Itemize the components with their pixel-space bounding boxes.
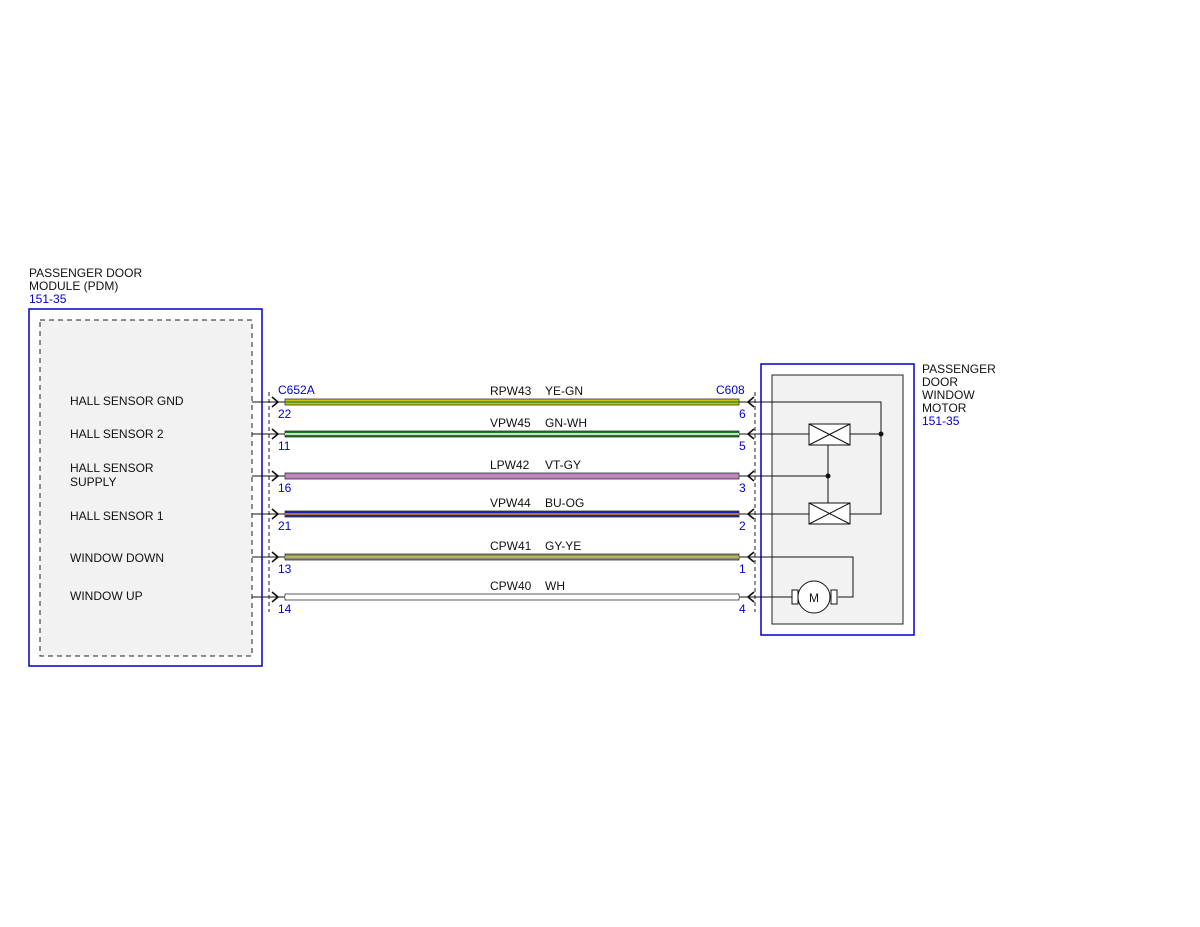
wire-circuit-id: VPW45 — [490, 416, 531, 430]
window-motor-module: PASSENGER DOOR WINDOW MOTOR 151-35 C608 — [716, 362, 996, 636]
left-terminal-arrow-icon — [271, 551, 280, 563]
motor-title-line3: WINDOW — [922, 388, 975, 402]
motor-outline — [760, 363, 915, 636]
wire-4: CPW41 GY-YE 13 1 WINDOW DOWN — [70, 539, 761, 576]
wire-color-code: BU-OG — [545, 496, 584, 510]
hall-sensor-2-cross-b — [808, 423, 851, 446]
pdm-outline — [28, 308, 263, 667]
left-terminal-arrow-icon — [271, 428, 280, 440]
signal-label: HALL SENSOR 1 — [70, 509, 164, 523]
left-terminal-arrow-icon — [271, 470, 280, 482]
right-terminal-arrow-icon — [746, 396, 755, 408]
motor-down-lead — [760, 556, 854, 598]
wire-0: RPW43 YE-GN 22 6 HALL SENSOR GND — [70, 384, 761, 421]
left-terminal-arrow-icon — [271, 508, 280, 520]
motor-ref: 151-35 — [922, 414, 960, 428]
wire-color-code: GY-YE — [545, 539, 581, 553]
signal-label: HALL SENSOR — [70, 461, 154, 475]
junction-dot-supply — [825, 473, 831, 479]
wire-circuit-id: CPW41 — [490, 539, 532, 553]
wire-5: CPW40 WH 14 4 WINDOW UP — [70, 579, 761, 616]
motor-brush-right — [830, 589, 838, 605]
right-pin-number: 1 — [739, 562, 746, 576]
pdm-internal-area — [39, 319, 253, 657]
wire-circuit-id: VPW44 — [490, 496, 531, 510]
wire-color-code: WH — [545, 579, 565, 593]
junction-dot-gnd — [878, 431, 884, 437]
signal-label: WINDOW DOWN — [70, 551, 164, 565]
motor-circuit — [760, 556, 854, 614]
wire-color-code: YE-GN — [545, 384, 583, 398]
motor-title-line2: DOOR — [922, 375, 958, 389]
pdm-ref: 151-35 — [29, 292, 67, 306]
right-pin-number: 5 — [739, 439, 746, 453]
right-pin-number: 4 — [739, 602, 746, 616]
left-pin-number: 11 — [278, 439, 291, 453]
right-pin-number: 2 — [739, 519, 746, 533]
left-terminal-arrow-icon — [271, 396, 280, 408]
right-pin-number: 6 — [739, 407, 746, 421]
motor-title-line4: MOTOR — [922, 401, 967, 415]
motor-symbol-label: M — [809, 591, 819, 605]
pdm-connector-id: C652A — [278, 383, 315, 397]
right-terminal-arrow-icon — [746, 591, 755, 603]
wire-circuit-id: CPW40 — [490, 579, 532, 593]
right-terminal-arrow-icon — [746, 470, 755, 482]
motor-icon — [797, 580, 831, 614]
left-pin-number: 16 — [278, 481, 292, 495]
wire-color-code: VT-GY — [545, 458, 581, 472]
wire-circuit-id: RPW43 — [490, 384, 532, 398]
pdm-title-line1: PASSENGER DOOR — [29, 266, 142, 280]
signal-label: WINDOW UP — [70, 589, 143, 603]
left-pin-number: 13 — [278, 562, 292, 576]
gnd-bus-line — [760, 401, 882, 515]
wire-1: VPW45 GN-WH 11 5 HALL SENSOR 2 — [70, 416, 761, 453]
left-pin-number: 22 — [278, 407, 292, 421]
right-terminal-arrow-icon — [746, 508, 755, 520]
signal-label-line2: SUPPLY — [70, 475, 116, 489]
wire-3: VPW44 BU-OG 21 2 HALL SENSOR 1 — [70, 496, 761, 533]
motor-brush-left — [791, 589, 799, 605]
wire-circuit-id: LPW42 — [490, 458, 530, 472]
motor-title-line1: PASSENGER — [922, 362, 996, 376]
wire-color-code: GN-WH — [545, 416, 587, 430]
pdm-title-line2: MODULE (PDM) — [29, 279, 118, 293]
right-terminal-arrow-icon — [746, 428, 755, 440]
hall-sensor-circuit — [760, 401, 884, 525]
right-pin-number: 3 — [739, 481, 746, 495]
right-terminal-arrow-icon — [746, 551, 755, 563]
left-pin-number: 21 — [278, 519, 292, 533]
pdm-module: PASSENGER DOOR MODULE (PDM) 151-35 C652A — [28, 266, 315, 667]
motor-internal-area — [771, 374, 904, 625]
motor-connector-id: C608 — [716, 383, 745, 397]
left-pin-number: 14 — [278, 602, 292, 616]
signal-label: HALL SENSOR GND — [70, 394, 184, 408]
left-terminal-arrow-icon — [271, 591, 280, 603]
signal-label: HALL SENSOR 2 — [70, 427, 164, 441]
hall-sensor-1-cross-b — [808, 502, 851, 525]
